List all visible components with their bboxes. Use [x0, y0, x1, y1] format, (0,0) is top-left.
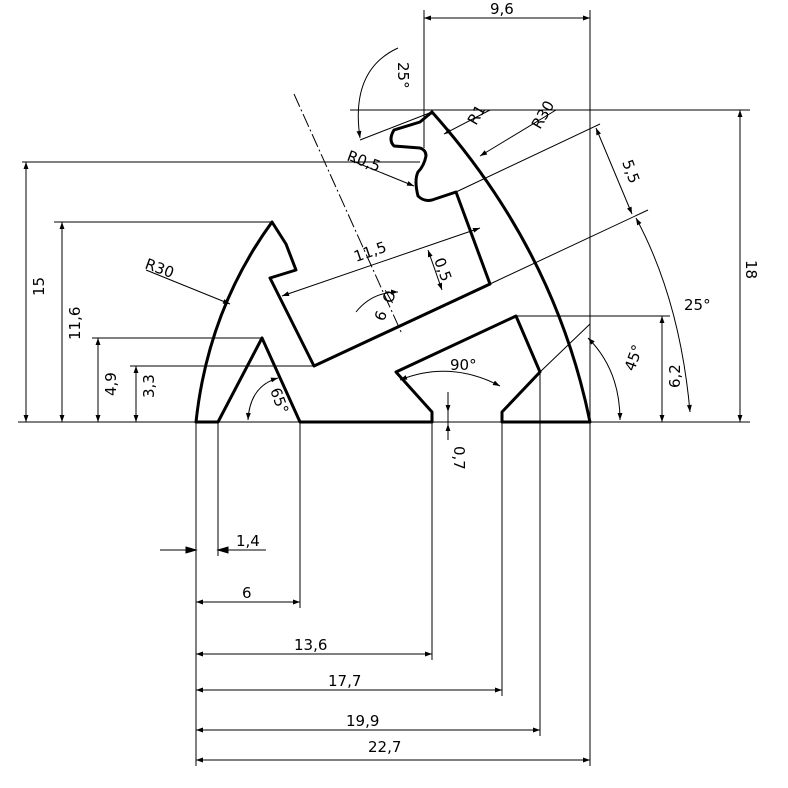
dim-angle-top-arc: [356, 47, 399, 139]
label-r30-left: R30: [143, 255, 177, 282]
label-angle-right: 25°: [684, 296, 711, 314]
label-top-width: 9,6: [490, 0, 514, 18]
leader-r05: [349, 159, 415, 187]
label-height-right-step: 6,2: [666, 364, 684, 388]
ext-slot-b: [489, 209, 649, 285]
dim-slot-depth: [281, 227, 481, 297]
label-height-left: 15: [30, 277, 48, 296]
label-width-6: 22,7: [368, 738, 401, 756]
label-gap: 0,7: [450, 446, 468, 470]
label-width-2: 6: [242, 584, 252, 602]
dim-angle-90-arc: [399, 370, 501, 387]
label-small-dia-sym: Ø: [379, 288, 400, 305]
label-height-inner: 4,9: [102, 372, 120, 396]
dim-angle-right-arc: [635, 217, 692, 413]
profile-outline-left: [194, 110, 592, 424]
dim-slot-width: [595, 127, 633, 215]
dim-angle-65-arc: [245, 377, 279, 421]
label-width-1: 1,4: [236, 532, 260, 550]
ext-slot-a: [455, 123, 601, 193]
extension-lines: [22, 10, 750, 766]
label-height-total: 18: [742, 260, 760, 279]
label-width-3: 13,6: [294, 636, 327, 654]
label-width-5: 19,9: [346, 712, 379, 730]
dim-width-1-arrow: [185, 546, 198, 554]
dim-small-dia-arc: [355, 289, 399, 313]
leader-r30-left: [145, 269, 231, 305]
label-small-dia: 6: [371, 308, 391, 323]
dim-slot-step: [427, 249, 443, 291]
label-r1: R1: [464, 102, 490, 128]
dim-width-1-arrow-b: [216, 546, 229, 554]
label-r30-right: R30: [528, 97, 558, 132]
label-slot-width: 5,5: [618, 157, 643, 186]
ext-45: [539, 323, 591, 373]
label-r05: R0,5: [345, 147, 383, 176]
leader-r1: [443, 109, 491, 135]
label-angle-90: 90°: [450, 356, 477, 374]
label-width-4: 17,7: [328, 672, 361, 690]
leader-r30-right: [479, 109, 557, 157]
label-angle-45: 45°: [621, 342, 647, 373]
label-slot-step: 0,5: [430, 255, 455, 284]
label-angle-65: 65°: [266, 385, 292, 416]
label-height-tooth: 11,6: [66, 307, 84, 340]
dim-angle-45-arc: [587, 337, 623, 421]
label-angle-top: 25°: [394, 62, 412, 89]
label-height-inner2: 3,3: [140, 374, 158, 398]
